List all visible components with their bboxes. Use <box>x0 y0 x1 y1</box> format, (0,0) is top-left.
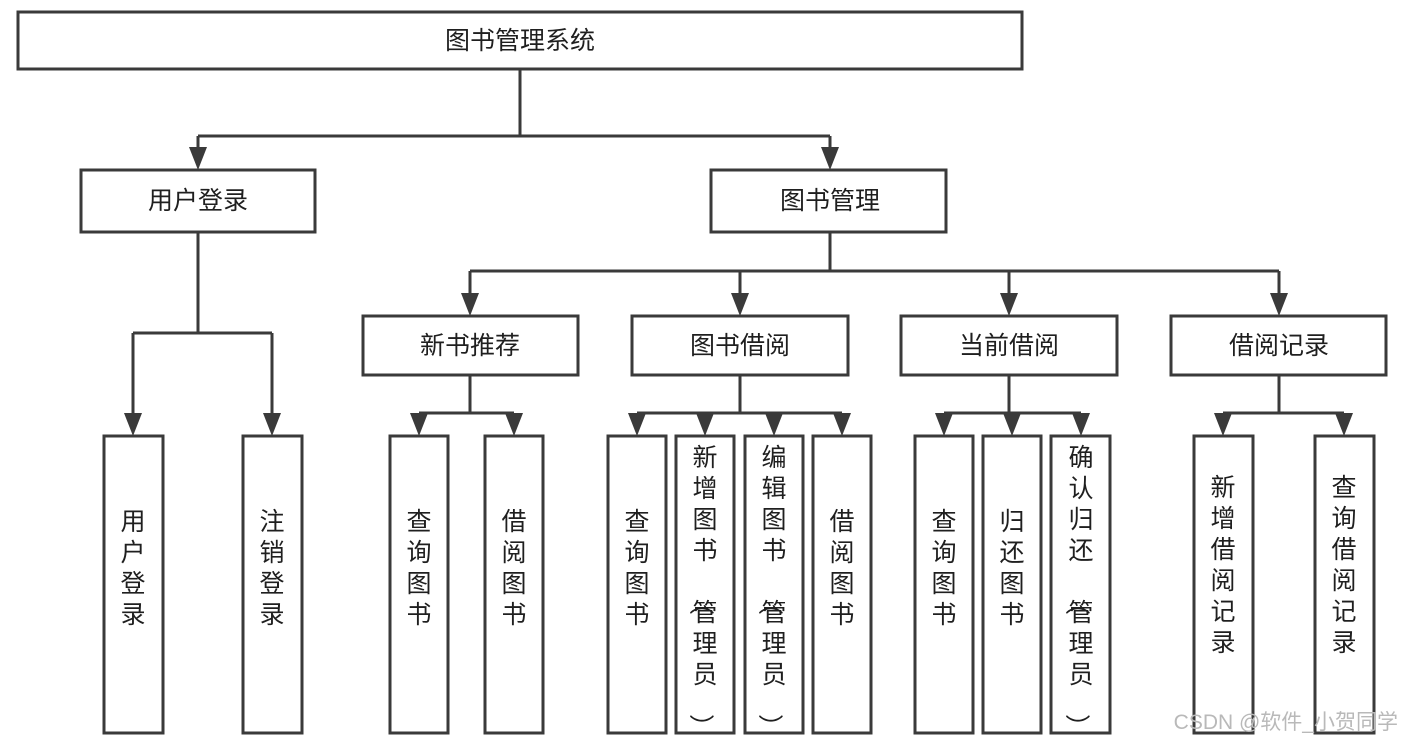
edge-bookmanage-to-level3 <box>461 232 1288 316</box>
node-leaf-query-book-b[interactable]: 查询图书 <box>606 434 668 735</box>
node-current-borrow[interactable]: 当前借阅 <box>899 314 1119 377</box>
node-leaf-query-book-c[interactable]: 查询图书 <box>913 434 975 735</box>
node-leaf-logout-login-label: 注销登录 <box>259 508 284 629</box>
node-leaf-borrow-book-b-label: 借阅图书 <box>829 508 854 629</box>
node-leaf-logout-login[interactable]: 注销登录 <box>241 434 304 735</box>
node-root[interactable]: 图书管理系统 <box>16 10 1024 71</box>
node-user-login-label: 用户登录 <box>148 187 248 215</box>
node-leaf-query-borrow-record[interactable]: 查询借阅记录 <box>1313 434 1376 735</box>
node-new-book-recommend-label: 新书推荐 <box>420 332 520 360</box>
node-leaf-edit-book[interactable]: 编辑图书（管理员） <box>743 434 805 739</box>
node-leaf-query-book-a[interactable]: 查询图书 <box>388 434 450 735</box>
node-current-borrow-label: 当前借阅 <box>959 332 1059 360</box>
node-leaf-add-borrow-record[interactable]: 新增借阅记录 <box>1192 434 1255 735</box>
node-leaf-edit-book-label: 编辑图书（管理员） <box>755 444 786 739</box>
edge-userlogin-to-leaves <box>124 232 281 436</box>
edge-currentborrow-to-leaves <box>935 375 1090 436</box>
node-book-borrow-label: 图书借阅 <box>690 332 790 360</box>
edge-bookborrow-to-leaves <box>628 375 851 436</box>
node-leaf-add-book-label: 新增图书（管理员） <box>686 444 717 739</box>
edge-newbook-to-leaves <box>410 375 523 436</box>
node-user-login[interactable]: 用户登录 <box>79 168 317 234</box>
node-borrow-record-label: 借阅记录 <box>1229 332 1329 360</box>
node-leaf-user-login[interactable]: 用户登录 <box>102 434 165 735</box>
node-leaf-confirm-return-label: 确认归还（管理员） <box>1062 444 1093 739</box>
node-root-label: 图书管理系统 <box>445 27 595 55</box>
node-leaf-user-login-label: 用户登录 <box>120 508 145 629</box>
node-leaf-add-borrow-record-label: 新增借阅记录 <box>1210 474 1235 657</box>
node-leaf-add-book[interactable]: 新增图书（管理员） <box>674 434 736 739</box>
node-new-book-recommend[interactable]: 新书推荐 <box>361 314 580 377</box>
node-leaf-query-book-c-label: 查询图书 <box>931 508 956 629</box>
node-leaf-query-book-b-label: 查询图书 <box>624 508 649 629</box>
connector-layer <box>124 69 1353 436</box>
node-book-manage[interactable]: 图书管理 <box>709 168 948 234</box>
node-leaf-return-book-label: 归还图书 <box>999 508 1024 629</box>
node-leaf-borrow-book-a-label: 借阅图书 <box>501 508 526 629</box>
node-book-manage-label: 图书管理 <box>780 187 880 215</box>
node-leaf-confirm-return[interactable]: 确认归还（管理员） <box>1049 434 1112 739</box>
node-leaf-borrow-book-a[interactable]: 借阅图书 <box>483 434 545 735</box>
node-borrow-record[interactable]: 借阅记录 <box>1169 314 1388 377</box>
csdn-watermark: CSDN @软件_小贺同学 <box>1174 711 1398 734</box>
node-book-borrow[interactable]: 图书借阅 <box>630 314 850 377</box>
edge-root-to-level2 <box>189 69 839 170</box>
node-leaf-query-borrow-record-label: 查询借阅记录 <box>1331 474 1356 657</box>
node-leaf-borrow-book-b[interactable]: 借阅图书 <box>811 434 873 735</box>
edge-borrowrecord-to-leaves <box>1214 375 1353 436</box>
node-leaf-return-book[interactable]: 归还图书 <box>981 434 1043 735</box>
node-leaf-query-book-a-label: 查询图书 <box>406 508 431 629</box>
